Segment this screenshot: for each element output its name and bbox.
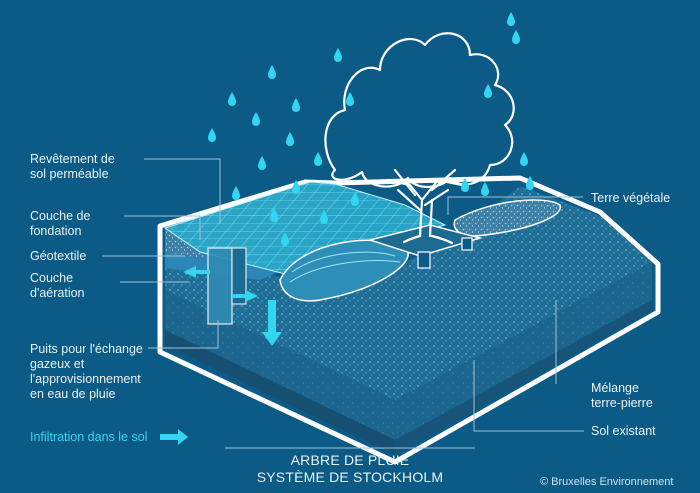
title-line-2: SYSTÈME DE STOCKHOLM (256, 469, 444, 485)
tree-icon (324, 32, 515, 245)
infiltration-arrows (183, 266, 282, 346)
label-aeration-well: Puits pour l'échange gazeux et l'approvi… (30, 342, 143, 401)
raindrops (208, 12, 534, 246)
lower-block-face (165, 330, 395, 455)
label-topsoil: Terre végétale (591, 191, 671, 205)
label-aeration-layer: Couche d'aération (30, 271, 85, 300)
tree-grate (367, 224, 483, 257)
label-existing-soil: Sol existant (591, 424, 656, 438)
label-stone-soil-mix: Mélange terre-pierre (591, 381, 653, 410)
label-geotextile: Géotextile (30, 249, 87, 263)
existing-soil-layer (165, 262, 652, 440)
title-line-1: ARBRE DE PLUIE (290, 452, 410, 468)
credit-text: © Bruxelles Environnement (540, 476, 674, 488)
stone-soil-mix-layer (165, 186, 652, 400)
planting-bed-left (279, 239, 409, 302)
aeration-well (207, 247, 233, 325)
label-foundation-layer: Couche de fondation (30, 209, 91, 238)
infiltration-arrow-icon (160, 429, 188, 445)
legend-infiltration: Infiltration dans le sol (30, 430, 148, 444)
label-permeable-paving: Revêtement de sol perméable (30, 152, 115, 181)
label-leader-lines (102, 158, 584, 432)
